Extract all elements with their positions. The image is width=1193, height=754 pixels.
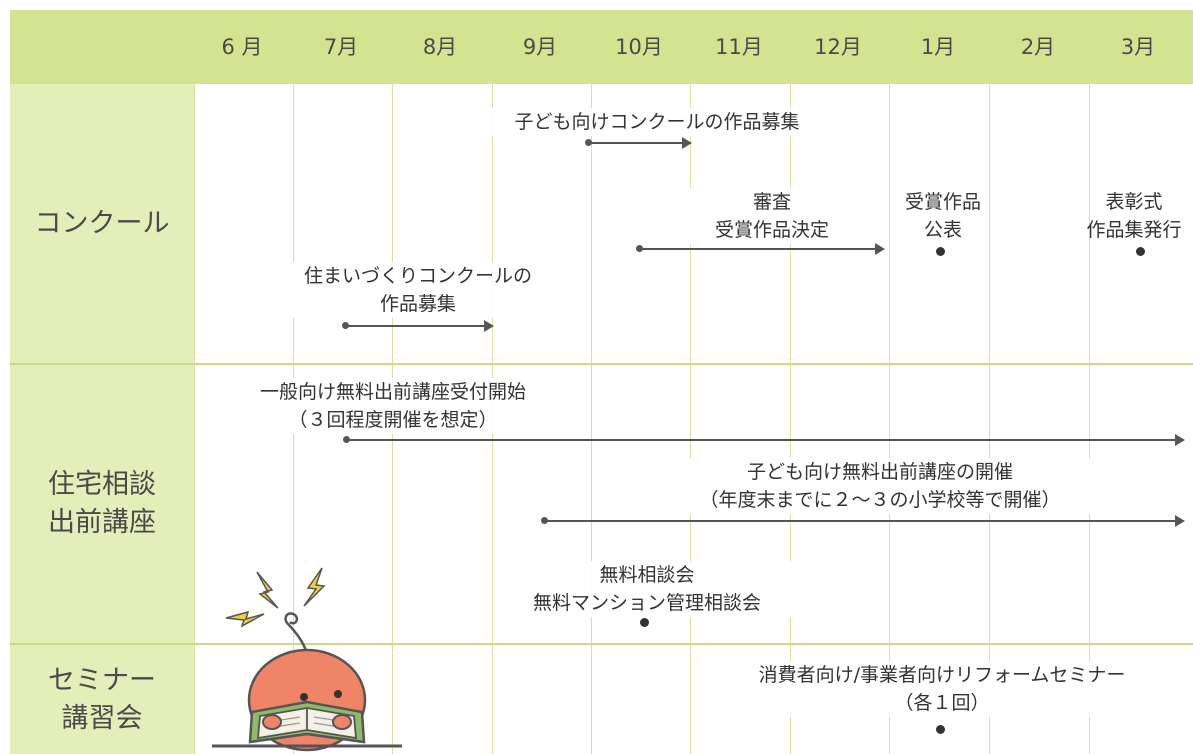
kids-lecture-arrow — [541, 515, 1185, 527]
judging-arrow — [636, 243, 885, 255]
seminar-marker — [936, 725, 945, 734]
month-header: 11月 — [715, 35, 763, 59]
housing-contest-arrow — [342, 320, 494, 332]
lightning-icon — [225, 610, 265, 628]
grid-line — [591, 84, 592, 754]
housing-contest-label: 住まいづくりコンクールの 作品募集 — [266, 262, 570, 318]
header-band — [10, 10, 1193, 84]
month-header: 10月 — [615, 35, 663, 59]
row-separator — [10, 363, 1193, 365]
free-consultation-marker — [640, 618, 649, 627]
row-label-contest: コンクール — [34, 208, 170, 239]
judging-label: 審査 受賞作品決定 — [680, 188, 864, 244]
month-header: 3月 — [1120, 35, 1156, 59]
free-consultation-label: 無料相談会 無料マンション管理相談会 — [496, 561, 798, 617]
month-header: 12月 — [814, 35, 862, 59]
lightning-icon — [256, 571, 279, 609]
announce-label: 受賞作品 公表 — [904, 191, 981, 241]
month-header: 6 月 — [221, 35, 263, 59]
seminar-label: 消費者向け/事業者向けリフォームセミナー （各１回） — [700, 661, 1184, 717]
grid-line — [194, 84, 195, 754]
general-lecture-label: 一般向け無料出前講座受付開始 （３回程度開催を想定） — [218, 378, 568, 434]
grid-line — [790, 84, 791, 754]
month-header: 1月 — [920, 35, 956, 59]
kids-contest-arrow — [585, 137, 692, 149]
announce-marker — [936, 247, 945, 256]
row-label-seminar: セミナー 講習会 — [48, 665, 156, 734]
month-header: 8月 — [422, 35, 458, 59]
lightning-icon — [303, 567, 326, 607]
ceremony-marker — [1136, 247, 1145, 256]
row-label-consultation: 住宅相談 出前講座 — [48, 469, 156, 538]
kids-lecture-label: 子ども向け無料出前講座の開催 （年度末までに２～３の小学校等で開催） — [640, 458, 1120, 514]
month-header: 9月 — [522, 35, 558, 59]
grid-line — [1089, 84, 1090, 754]
month-header: 2月 — [1020, 35, 1056, 59]
row-label-band — [10, 84, 194, 754]
general-lecture-arrow — [343, 434, 1185, 446]
grid-line — [690, 84, 691, 754]
kids-contest-label: 子ども向けコンクールの作品募集 — [470, 108, 844, 136]
month-header: 7月 — [323, 35, 359, 59]
reading-mascot-illustration — [212, 567, 402, 752]
ceremony-label: 表彰式 作品集発行 — [1086, 191, 1182, 241]
grid-line — [889, 84, 890, 754]
grid-line — [989, 84, 990, 754]
row-separator — [10, 643, 1193, 645]
